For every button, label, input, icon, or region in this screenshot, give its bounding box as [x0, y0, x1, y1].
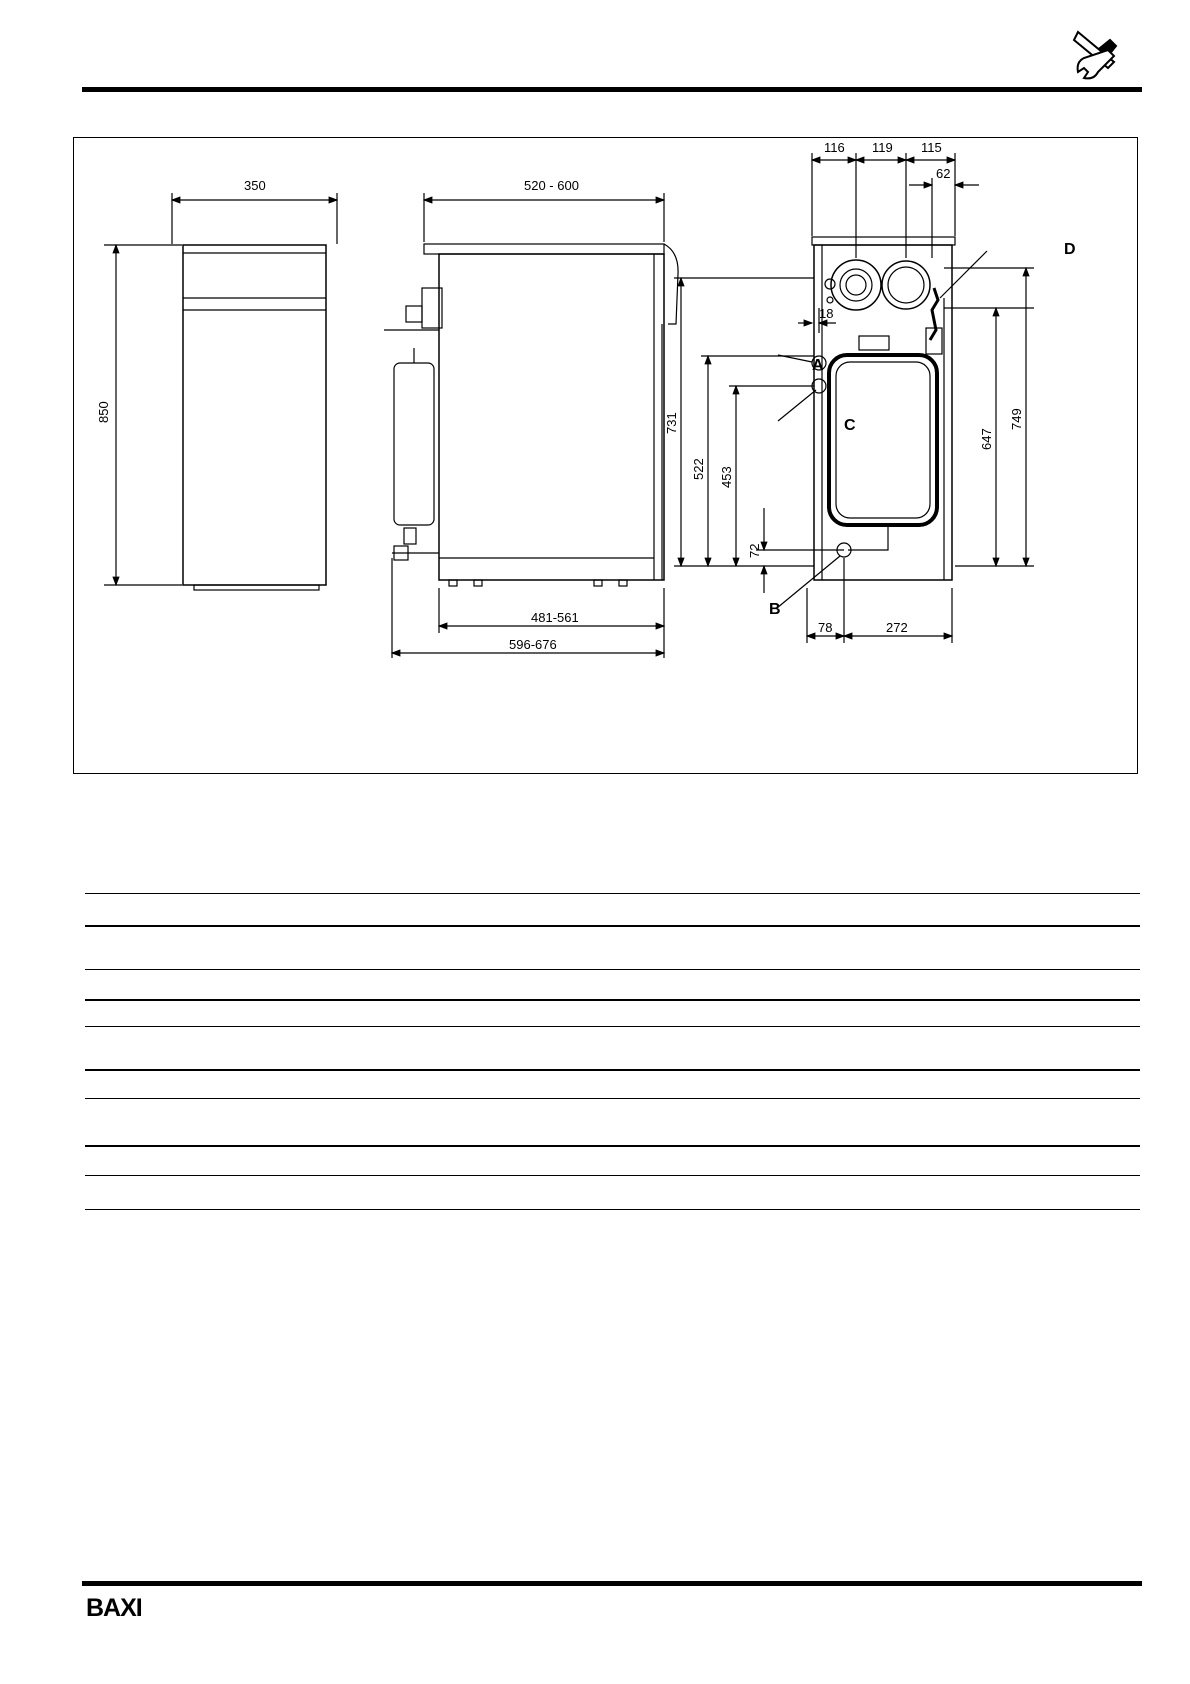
- table-rule: [85, 1098, 1140, 1099]
- technical-drawing: 350 850 520 - 600 481-561 596-676 116 11…: [96, 140, 1076, 658]
- dim-78: 78: [818, 620, 832, 635]
- dim-272: 272: [886, 620, 908, 635]
- table-rule: [85, 1026, 1140, 1027]
- table-rule: [85, 893, 1140, 894]
- dim-rear-18: 18: [819, 306, 833, 321]
- rear-view: [674, 153, 1034, 643]
- dim-731: 731: [664, 412, 679, 434]
- footer-rule: [82, 1581, 1142, 1586]
- label-connection-c: C: [844, 417, 856, 434]
- dimension-drawing: 350 850 520 - 600 481-561 596-676 116 11…: [73, 137, 1138, 774]
- dim-rear-116: 116: [824, 140, 845, 155]
- table-rule: [85, 1069, 1140, 1071]
- dim-width-front: 350: [244, 178, 266, 193]
- baxi-logo: BAXI: [86, 1594, 143, 1620]
- dim-522: 522: [691, 458, 706, 480]
- table-rule: [85, 1145, 1140, 1147]
- label-connection-b: B: [769, 601, 781, 618]
- dim-rear-119: 119: [872, 140, 893, 155]
- dim-647: 647: [979, 428, 994, 450]
- dim-453: 453: [719, 466, 734, 488]
- side-view: [384, 193, 679, 658]
- tools-icon: [1072, 30, 1118, 80]
- label-connection-d: D: [1064, 241, 1076, 258]
- dim-rear-62: 62: [936, 166, 950, 181]
- table-rule: [85, 1175, 1140, 1176]
- header-rule: [82, 87, 1142, 92]
- dim-depth-total: 596-676: [509, 637, 557, 652]
- dim-height-front: 850: [96, 401, 111, 423]
- dim-rear-115: 115: [921, 140, 942, 155]
- table-rule: [85, 999, 1140, 1001]
- label-connection-a: A: [812, 357, 824, 374]
- dim-depth-top: 520 - 600: [524, 178, 579, 193]
- table-rule: [85, 969, 1140, 970]
- dim-depth-base: 481-561: [531, 610, 579, 625]
- dim-72: 72: [747, 544, 762, 558]
- svg-text:BAXI: BAXI: [86, 1594, 142, 1620]
- table-rule: [85, 925, 1140, 927]
- table-rule: [85, 1209, 1140, 1210]
- dim-749: 749: [1009, 408, 1024, 430]
- front-view: [104, 193, 339, 591]
